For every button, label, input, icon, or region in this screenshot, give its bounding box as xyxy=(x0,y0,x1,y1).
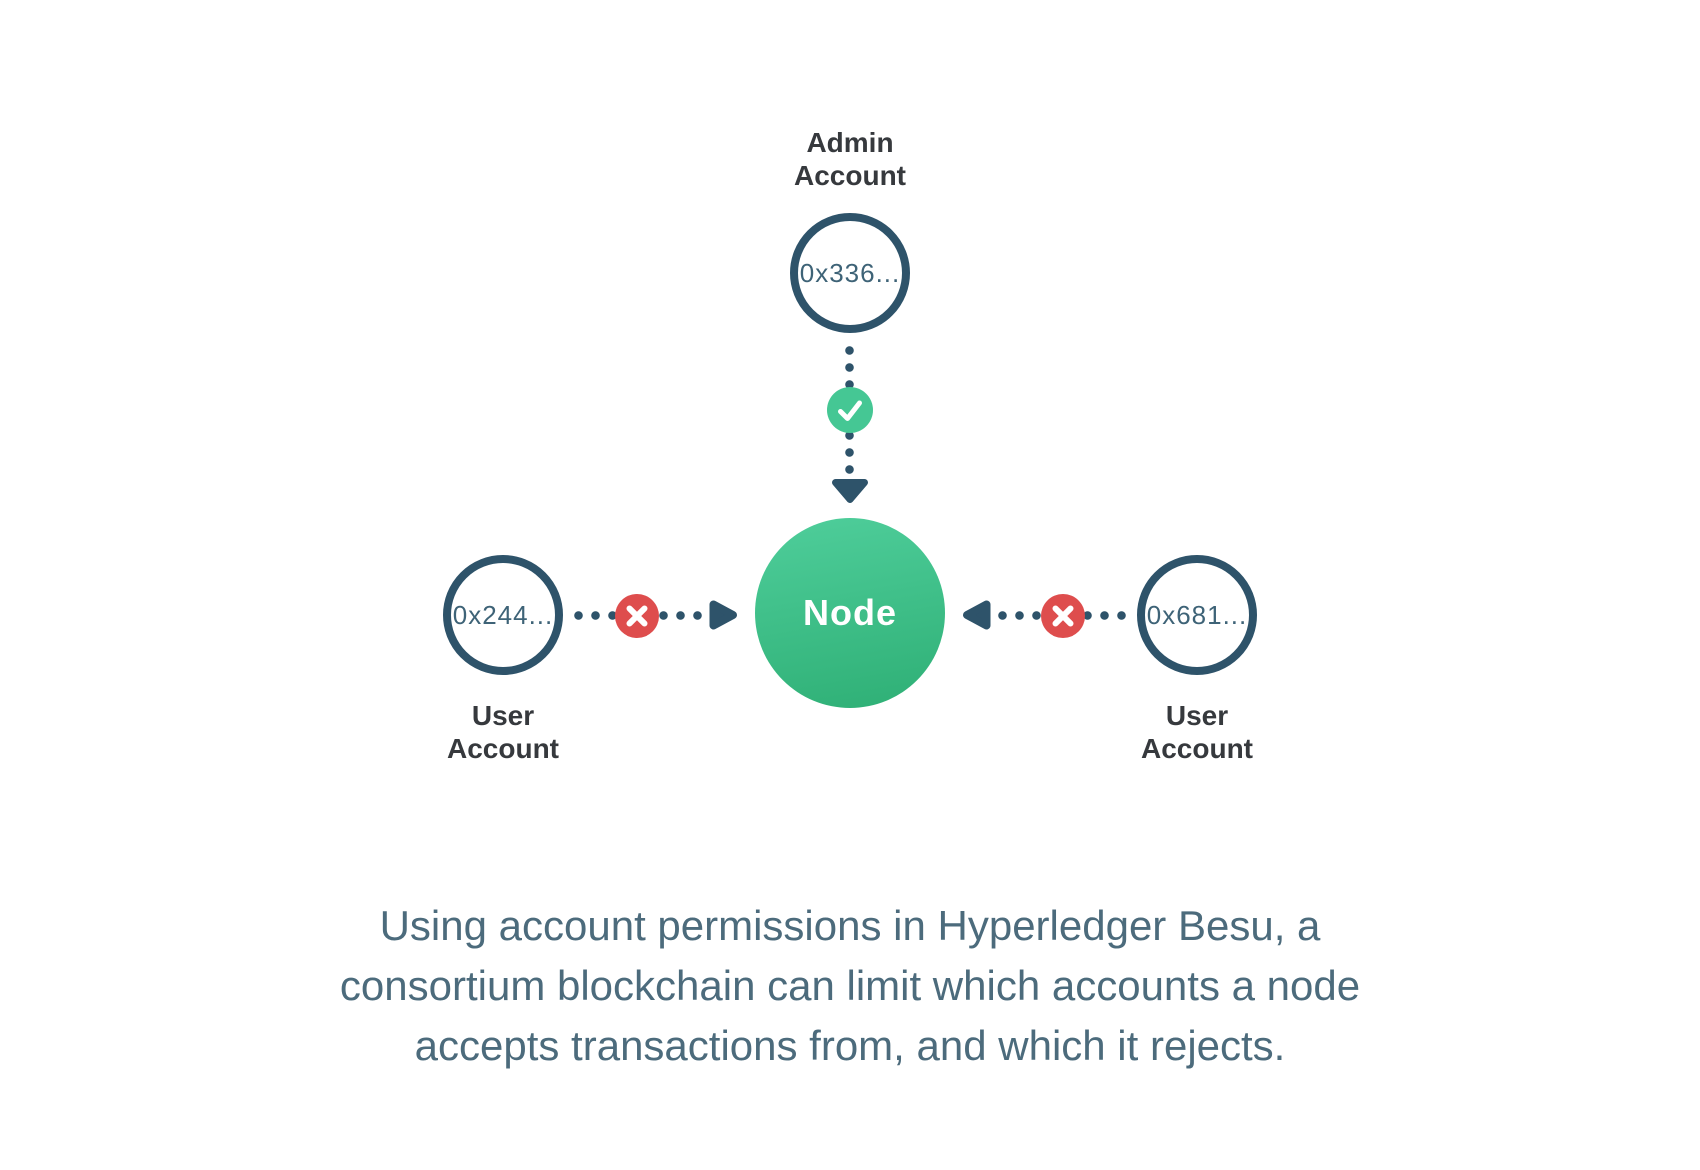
arrow-left-icon xyxy=(960,598,992,637)
admin-account-id: 0x336... xyxy=(799,257,901,288)
node-label: Node xyxy=(803,592,897,633)
admin-account-label-line1: Admin xyxy=(806,127,894,158)
user-right-label-line2: Account xyxy=(1141,733,1253,764)
check-icon xyxy=(827,387,873,433)
arrow-right-icon xyxy=(708,598,740,637)
caption: Using account permissions in Hyperledger… xyxy=(150,896,1550,1076)
x-icon-left xyxy=(615,594,659,638)
user-left-label-line1: User xyxy=(471,700,535,731)
user-left-account-id: 0x244... xyxy=(452,599,554,630)
user-right-label-line1: User xyxy=(1165,700,1229,731)
arrow-down-icon xyxy=(830,478,870,510)
node-circle: Node xyxy=(755,518,945,708)
user-right-circle: 0x681... xyxy=(1137,555,1257,675)
user-right-account-id: 0x681... xyxy=(1146,599,1248,630)
user-left-circle: 0x244... xyxy=(443,555,563,675)
user-right-label: User Account xyxy=(1047,699,1347,765)
caption-line-1: Using account permissions in Hyperledger… xyxy=(379,902,1321,949)
admin-account-label: Admin Account xyxy=(700,126,1000,192)
admin-account-circle: 0x336... xyxy=(790,213,910,333)
user-left-label-line2: Account xyxy=(447,733,559,764)
user-left-label: User Account xyxy=(353,699,653,765)
caption-line-2: consortium blockchain can limit which ac… xyxy=(339,962,1361,1009)
caption-line-3: accepts transactions from, and which it … xyxy=(414,1022,1286,1069)
x-icon-right xyxy=(1041,594,1085,638)
admin-account-label-line2: Account xyxy=(794,160,906,191)
